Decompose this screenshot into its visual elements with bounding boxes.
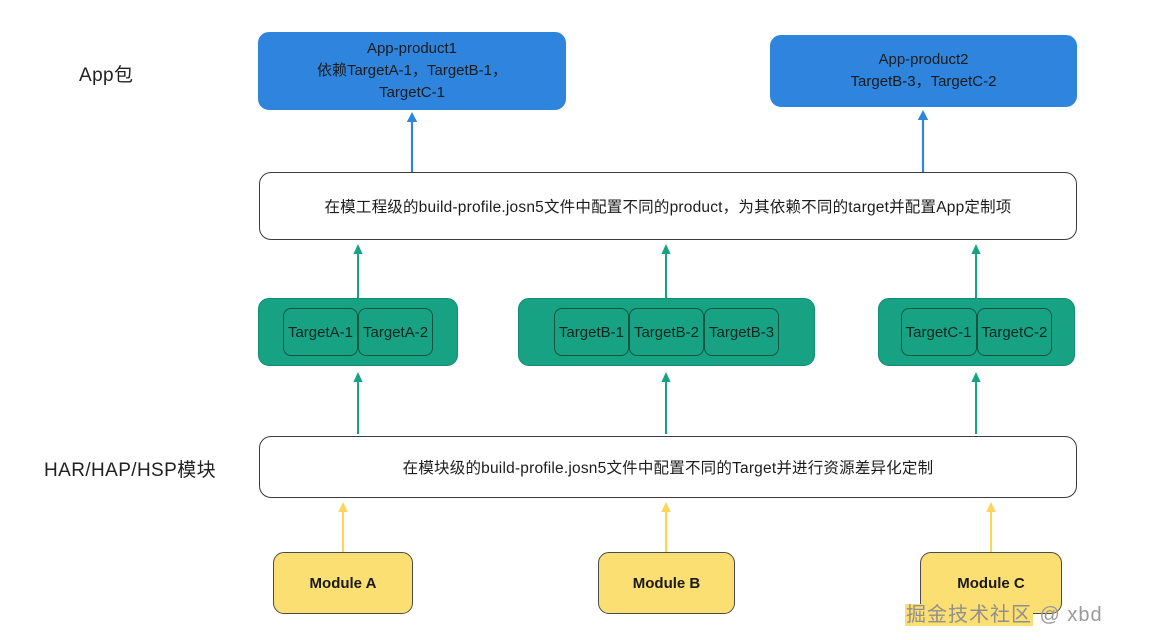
product-config-bar[interactable]: 在模工程级的build-profile.josn5文件中配置不同的product… bbox=[259, 172, 1077, 240]
arrow-modulebar-to-targetb-icon bbox=[658, 372, 674, 434]
target-chip[interactable]: TargetC-1 bbox=[900, 308, 977, 356]
arrow-modulea-to-bar-icon bbox=[335, 502, 351, 552]
module-c-box[interactable]: Module C bbox=[920, 552, 1062, 614]
module-b-box[interactable]: Module B bbox=[598, 552, 735, 614]
arrow-config-to-product1-icon bbox=[404, 112, 420, 172]
target-chip[interactable]: TargetA-1 bbox=[282, 308, 358, 356]
app-product2-label: App-product2 TargetB-3，TargetC-2 bbox=[850, 51, 997, 90]
target-group-a[interactable]: TargetA-1 TargetA-2 bbox=[258, 298, 458, 366]
app-product2-box[interactable]: App-product2 TargetB-3，TargetC-2 bbox=[770, 35, 1077, 107]
arrow-moduleb-to-bar-icon bbox=[658, 502, 674, 552]
module-b-label: Module B bbox=[632, 574, 701, 592]
target-chip[interactable]: TargetA-2 bbox=[358, 308, 434, 356]
arrow-modulec-to-bar-icon bbox=[983, 502, 999, 552]
arrow-modulebar-to-targetc-icon bbox=[968, 372, 984, 434]
target-chip[interactable]: TargetB-3 bbox=[704, 308, 780, 356]
arrow-modulebar-to-targeta-icon bbox=[350, 372, 366, 434]
watermark: 掘金技术社区 @ xbd bbox=[905, 598, 1103, 627]
target-chip[interactable]: TargetC-2 bbox=[976, 308, 1053, 356]
target-chip[interactable]: TargetB-1 bbox=[553, 308, 629, 356]
product-config-bar-text: 在模工程级的build-profile.josn5文件中配置不同的product… bbox=[324, 199, 1012, 216]
target-group-b[interactable]: TargetB-1 TargetB-2 TargetB-3 bbox=[518, 298, 815, 366]
app-product1-label: App-product1 依赖TargetA-1，TargetB-1， Targ… bbox=[316, 40, 508, 101]
app-row-label: App包 bbox=[79, 65, 134, 86]
target-chip[interactable]: TargetB-2 bbox=[628, 308, 705, 356]
module-a-box[interactable]: Module A bbox=[273, 552, 413, 614]
target-config-bar[interactable]: 在模块级的build-profile.josn5文件中配置不同的Target并进… bbox=[259, 436, 1077, 498]
watermark-author-label: @ xbd bbox=[1033, 604, 1103, 626]
target-config-bar-text: 在模块级的build-profile.josn5文件中配置不同的Target并进… bbox=[402, 460, 934, 477]
arrow-targetb-to-config-icon bbox=[658, 244, 674, 298]
arrow-targeta-to-config-icon bbox=[350, 244, 366, 298]
module-a-label: Module A bbox=[309, 574, 377, 592]
module-c-label: Module C bbox=[957, 574, 1025, 592]
app-product1-box[interactable]: App-product1 依赖TargetA-1，TargetB-1， Targ… bbox=[258, 32, 566, 110]
target-group-c[interactable]: TargetC-1 TargetC-2 bbox=[878, 298, 1075, 366]
module-row-label: HAR/HAP/HSP模块 bbox=[44, 460, 217, 481]
watermark-site-label: 掘金技术社区 bbox=[905, 604, 1033, 626]
arrow-config-to-product2-icon bbox=[915, 110, 931, 172]
arrow-targetc-to-config-icon bbox=[968, 244, 984, 298]
